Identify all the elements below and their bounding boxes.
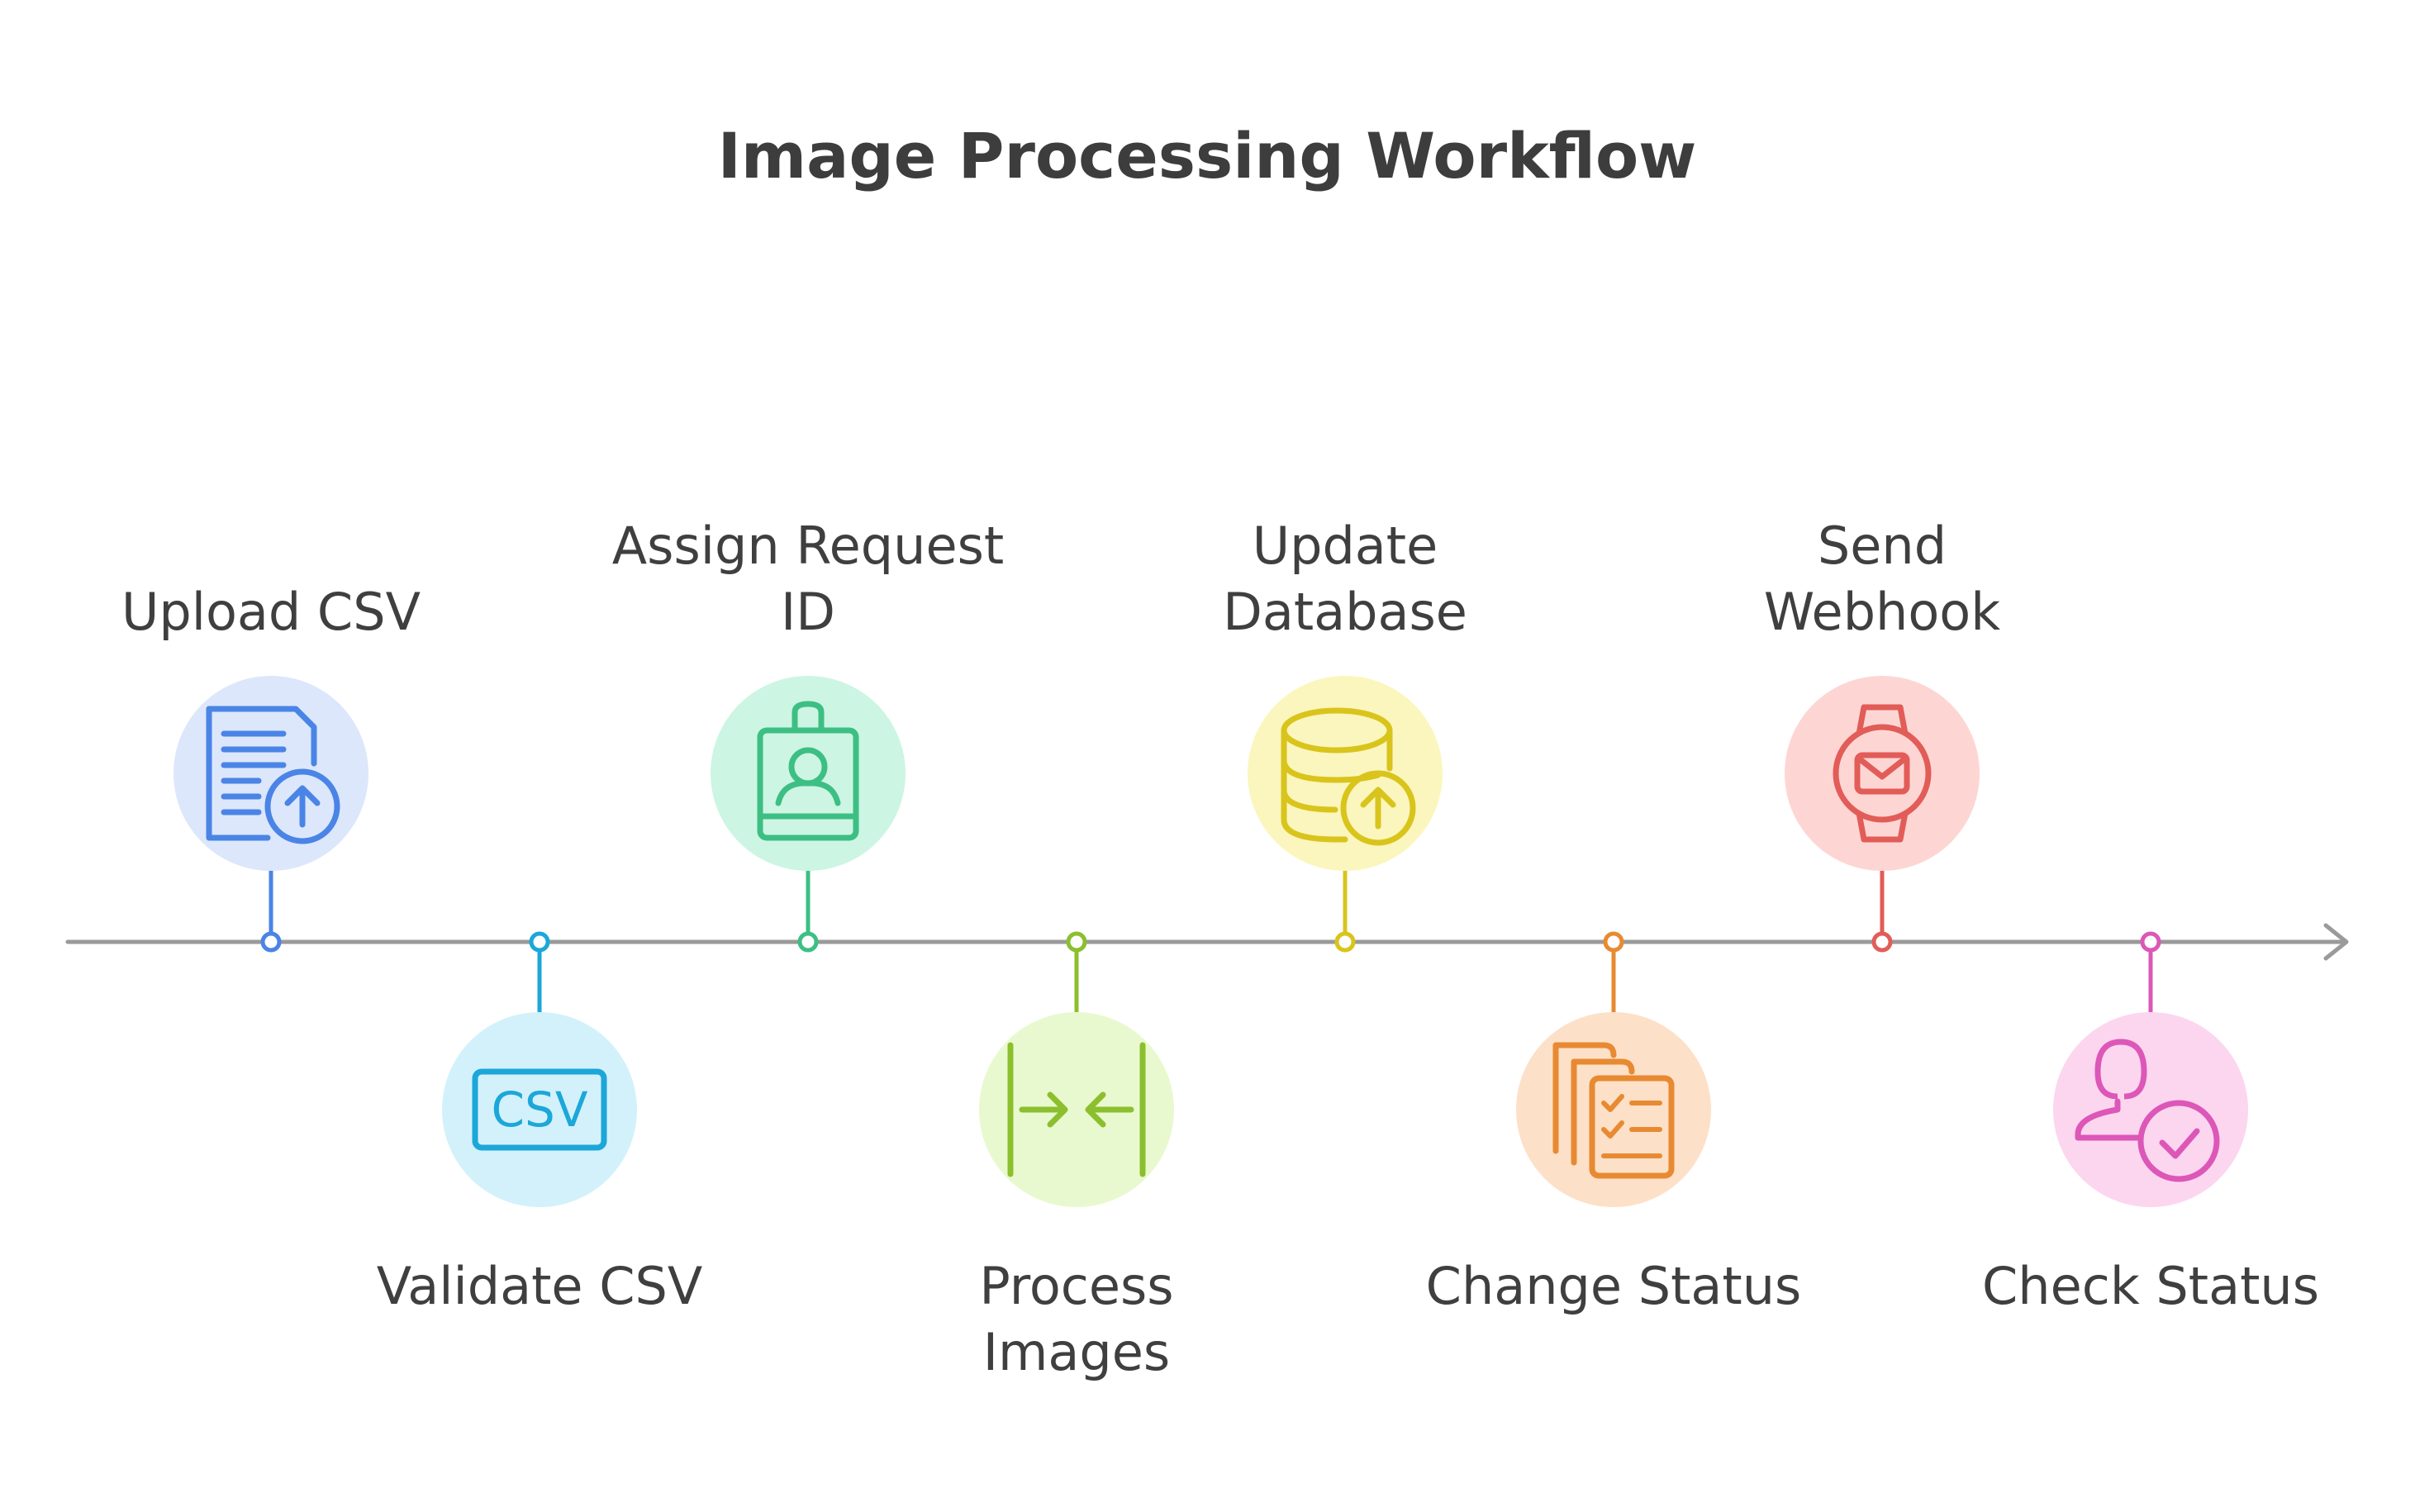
timeline-node: [797, 931, 819, 953]
document-upload-icon: [206, 706, 340, 844]
svg-text:CSV: CSV: [492, 1082, 588, 1138]
step-icon-circle: [1516, 1012, 1711, 1207]
step-label-line: Check Status: [1982, 1256, 2319, 1316]
step-label-line: Validate CSV: [377, 1256, 703, 1316]
step-icon-circle: [2053, 1012, 2248, 1207]
step-label: Upload CSV: [121, 582, 421, 642]
compress-arrows-icon: [1007, 1042, 1146, 1177]
timeline-node: [529, 931, 550, 953]
step-label-line: ID: [781, 582, 835, 642]
workflow-step: Change Status: [1426, 931, 1802, 1316]
database-upload-icon: [1281, 707, 1416, 846]
timeline-node: [1871, 931, 1893, 953]
step-label-line: Update: [1253, 516, 1438, 576]
user-check-icon: [2075, 1039, 2220, 1182]
step-label-line: Change Status: [1426, 1256, 1802, 1316]
workflow-step: Upload CSV: [121, 582, 421, 953]
step-label-line: Assign Request: [612, 516, 1004, 576]
step-label-line: Webhook: [1764, 582, 2000, 642]
timeline-node: [2140, 931, 2161, 953]
timeline-node: [1334, 931, 1356, 953]
checklist-stack-icon: [1552, 1042, 1675, 1179]
timeline-node: [1066, 931, 1087, 953]
step-label: Check Status: [1982, 1256, 2319, 1316]
step-icon-circle: [442, 1012, 637, 1207]
timeline-node: [260, 931, 282, 953]
step-icon-circle: [1248, 676, 1443, 871]
timeline-node: [1603, 931, 1624, 953]
diagram-title: Image Processing Workflow: [718, 119, 1697, 193]
step-label-line: Database: [1223, 582, 1467, 642]
step-label-line: Send: [1818, 516, 1947, 576]
workflow-step: CSV Validate CSV: [377, 931, 703, 1316]
timeline: [65, 923, 2349, 961]
workflow-step: Check Status: [1982, 931, 2319, 1316]
step-icon-circle: [174, 676, 368, 871]
step-label-line: Upload CSV: [121, 582, 421, 642]
step-label: Validate CSV: [377, 1256, 703, 1316]
step-label-line: Process: [979, 1256, 1173, 1316]
step-label-line: Images: [983, 1322, 1170, 1382]
timeline-arrowhead: [2323, 923, 2349, 961]
step-label: Change Status: [1426, 1256, 1802, 1316]
smartwatch-mail-icon: [1833, 704, 1932, 843]
csv-icon: CSV: [472, 1068, 607, 1151]
id-badge-icon: [757, 701, 859, 841]
step-icon-circle: [979, 1012, 1174, 1207]
